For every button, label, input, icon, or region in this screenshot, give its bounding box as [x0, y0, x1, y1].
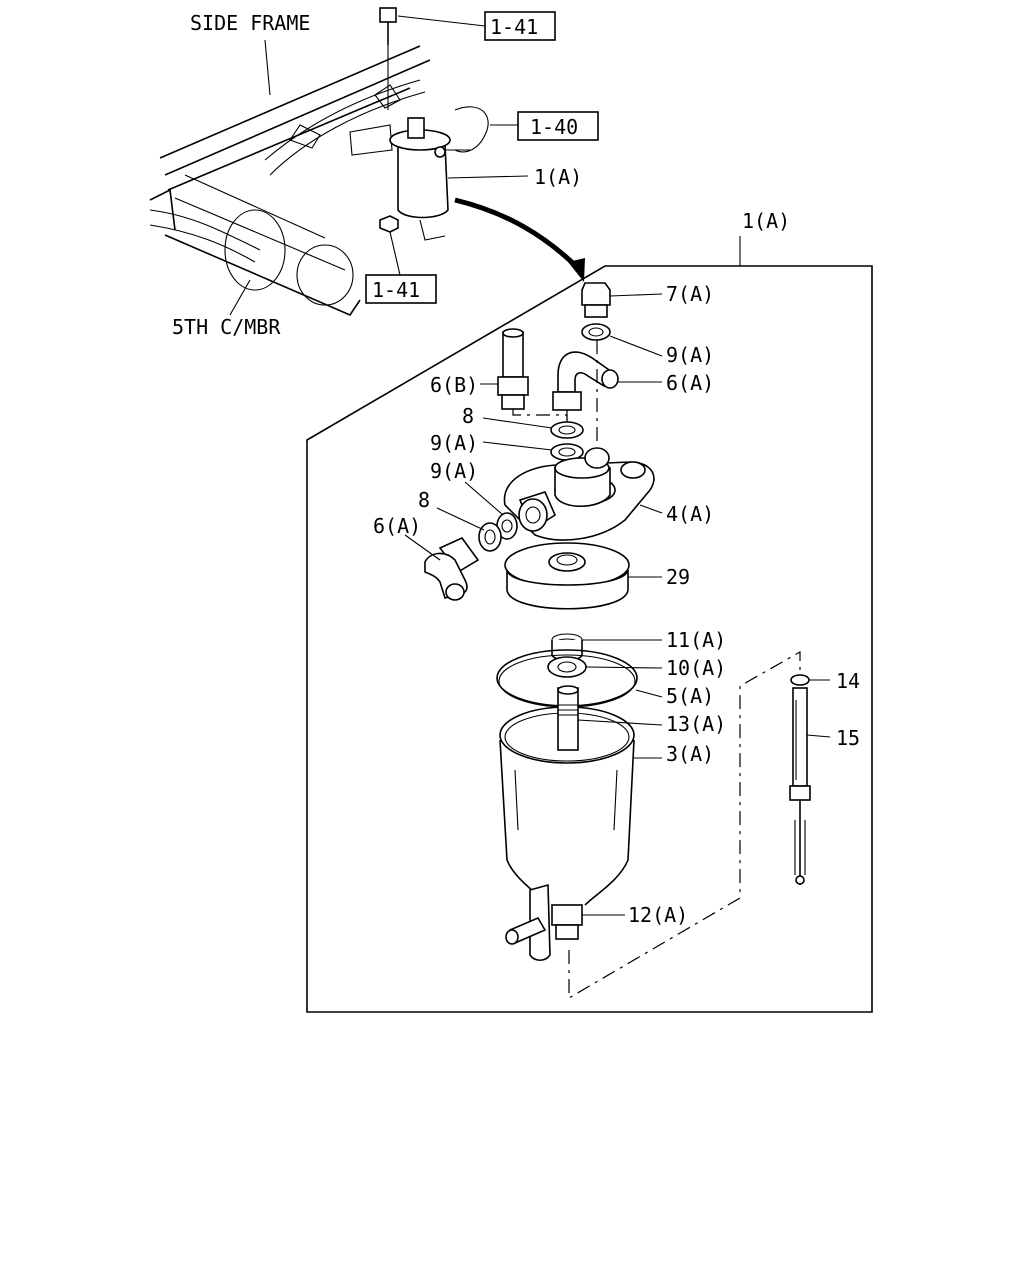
bolt-head-icon	[379, 7, 397, 23]
label-5th-crossmember: 5TH C/MBR	[172, 315, 281, 339]
label-29: 29	[666, 565, 690, 589]
label-13a: 13(A)	[666, 712, 726, 736]
label-assembly-overview: 1(A)	[534, 165, 582, 189]
center-tube-icon	[557, 687, 579, 751]
ref-label-bolt: 1-41	[490, 15, 538, 39]
nut-icon	[379, 215, 399, 233]
label-9a-left: 9(A)	[430, 459, 478, 483]
label-side-frame: SIDE FRAME	[190, 11, 310, 35]
label-6a-left: 6(A)	[373, 514, 421, 538]
label-6b: 6(B)	[430, 373, 478, 397]
ref-label-nut: 1-41	[372, 278, 420, 302]
ref-label-hose: 1-40	[530, 115, 578, 139]
plug-icon	[581, 282, 611, 306]
washer-icon	[581, 323, 611, 341]
label-9a-mid: 9(A)	[430, 431, 478, 455]
label-detail-header: 1(A)	[742, 209, 790, 233]
detail-parts	[404, 282, 831, 1000]
water-sensor-icon	[792, 687, 808, 787]
label-10a: 10(A)	[666, 656, 726, 680]
detail-frame	[306, 236, 873, 1013]
sensor-washer-icon	[790, 674, 810, 686]
gasket-icon	[550, 421, 584, 439]
filter-assembly-small-icon	[397, 144, 449, 219]
ref-box-bolt	[484, 11, 556, 41]
elbow-fitting-icon	[557, 351, 614, 393]
label-14: 14	[836, 669, 860, 693]
drain-plug-icon	[551, 904, 583, 926]
label-7a: 7(A)	[666, 282, 714, 306]
label-11a: 11(A)	[666, 628, 726, 652]
chassis-overview	[149, 7, 599, 316]
straight-fitting-icon	[502, 331, 524, 378]
label-15: 15	[836, 726, 860, 750]
label-6a-top: 6(A)	[666, 371, 714, 395]
ref-box-nut	[365, 274, 437, 304]
label-12a: 12(A)	[628, 903, 688, 927]
label-5a: 5(A)	[666, 684, 714, 708]
label-8-top: 8	[462, 404, 474, 428]
label-8-left: 8	[418, 488, 430, 512]
ref-box-hose	[517, 111, 599, 141]
label-3a: 3(A)	[666, 742, 714, 766]
label-9a-top: 9(A)	[666, 343, 714, 367]
label-4a: 4(A)	[666, 502, 714, 526]
